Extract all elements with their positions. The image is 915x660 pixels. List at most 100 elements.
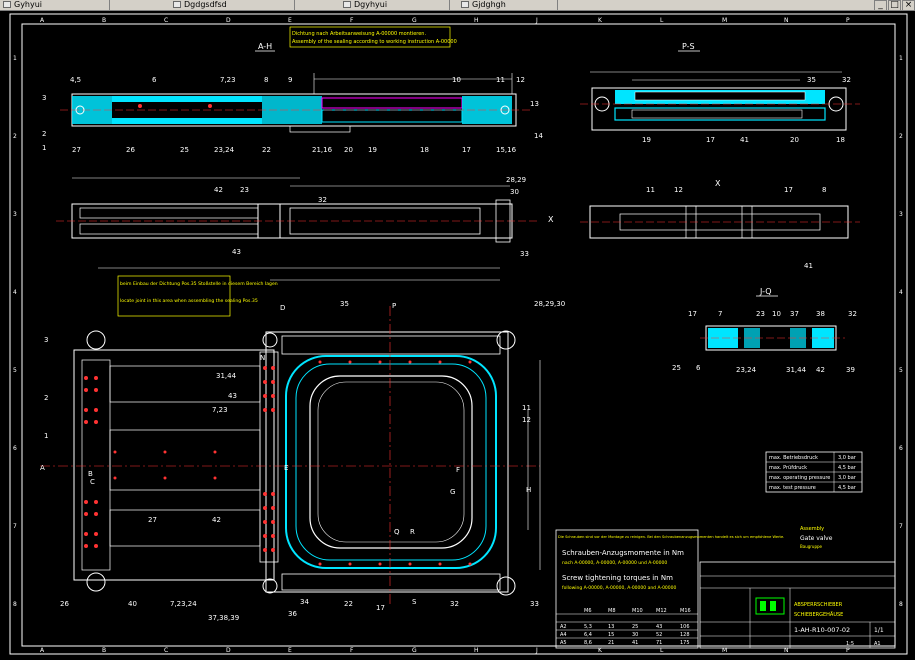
torque-sub-en: following A-00000, A-00000, A-00000 and …: [562, 585, 677, 591]
frame-zone-number: 5: [899, 367, 903, 374]
part-label: 37: [790, 310, 799, 318]
torque-column-header: M10: [632, 608, 643, 614]
tab-label: Dgyhyui: [354, 0, 388, 9]
part-label: 43: [228, 392, 237, 400]
drawing-file-icon: [3, 1, 11, 8]
part-label: 14: [534, 132, 543, 140]
pressure-label: max. test pressure: [769, 485, 816, 491]
frame-zone-letter: K: [598, 17, 603, 24]
note-top-en: Assembly of the sealing according to wor…: [292, 39, 457, 45]
section-mark: B: [88, 470, 93, 478]
frame-zone-number: 6: [899, 445, 903, 452]
pressure-label: max. operating pressure: [769, 475, 830, 481]
title-block: Assembly Gate valve Baugruppe ABSPERRSCH…: [699, 526, 896, 649]
part-label: 10: [452, 76, 461, 84]
part-label: 28,29,30: [534, 300, 565, 308]
section-mark: H: [526, 486, 531, 494]
torque-cell: 128: [680, 632, 690, 638]
frame-zone-number: 2: [13, 133, 17, 140]
tab-2[interactable]: Dgdgsdfsd: [170, 0, 295, 10]
torque-column-header: M8: [608, 608, 616, 614]
part-label: 25: [180, 146, 189, 154]
frame-zone-letter: A: [40, 17, 45, 24]
torque-cell: 25: [632, 624, 638, 630]
torque-cell: 71: [656, 640, 662, 646]
part-label: 6: [696, 364, 701, 372]
torque-cell: 15: [608, 632, 614, 638]
part-label: 41: [740, 136, 749, 144]
part-label: 17: [784, 186, 793, 194]
frame-zone-number: 5: [13, 367, 17, 374]
torque-cell: A2: [560, 624, 567, 630]
section-mark: S: [412, 598, 417, 606]
tab-4[interactable]: Gjdghgh: [458, 0, 558, 10]
section-mark: E: [284, 464, 288, 472]
pressure-label: max. Prüfdruck: [769, 465, 807, 471]
torque-cell: 52: [656, 632, 662, 638]
part-label: 3: [44, 336, 48, 344]
torque-notice: Die Schrauben sind vor der Montage zu re…: [558, 535, 784, 539]
tab-3[interactable]: Dgyhyui: [340, 0, 450, 10]
part-label: 25: [672, 364, 681, 372]
view-plan: beim Einbau der Dichtung Pos.35 Stoßstel…: [40, 267, 565, 622]
part-label: 32: [450, 600, 459, 608]
frame-zone-number: 7: [13, 523, 17, 530]
torque-cell: 43: [656, 624, 662, 630]
section-mark: R: [410, 528, 415, 536]
part-label: 6: [152, 76, 157, 84]
part-label: 7,23,24: [170, 600, 197, 608]
part-label: 18: [836, 136, 845, 144]
part-label: 39: [846, 366, 855, 374]
torque-cell: A5: [560, 640, 567, 646]
torque-sub-de: nach A-00000, A-00000, A-00000 und A-000…: [562, 560, 667, 566]
frame-zone-letter: D: [226, 647, 231, 654]
assembly-sub: Baugruppe: [800, 544, 823, 549]
section-mark: F: [456, 466, 460, 474]
section-mark: G: [450, 488, 455, 496]
note-mid-en: locate joint in this area when assemblin…: [120, 298, 258, 304]
frame-zone-letter: C: [164, 17, 168, 24]
section-mark: C: [90, 478, 95, 486]
note-mid-de: beim Einbau der Dichtung Pos.35 Stoßstel…: [120, 281, 278, 287]
part-label: 22: [262, 146, 271, 154]
frame-zone-letter: H: [474, 647, 479, 654]
frame-zone-letter: G: [412, 647, 417, 654]
frame-zone-letter: L: [660, 17, 664, 24]
paper-format: A1: [874, 641, 881, 647]
part-label: 12: [516, 76, 525, 84]
part-label: 26: [60, 600, 69, 608]
frame-zone-number: 3: [899, 211, 903, 218]
section-mark: Q: [394, 528, 400, 536]
part-label: 20: [790, 136, 799, 144]
assembly-label-en: Gate valve: [800, 535, 833, 542]
part-label: 43: [232, 248, 241, 256]
frame-zone-letter: E: [288, 17, 292, 24]
part-label: 2: [44, 394, 48, 402]
frame-zone-letter: P: [846, 647, 850, 654]
minimize-button[interactable]: _: [874, 0, 887, 11]
part-label: 37,38,39: [208, 614, 239, 622]
frame-zone-letter: M: [722, 647, 727, 654]
frame-zone-number: 8: [13, 601, 17, 608]
part-label: 9: [288, 76, 292, 84]
frame-zone-letter: J: [535, 647, 538, 654]
section-mark: A: [40, 464, 45, 472]
part-label: 32: [318, 196, 327, 204]
restore-button[interactable]: □: [888, 0, 901, 11]
view-a-h: A-H Dichtung nach Arbeitsanweisung A-000…: [42, 26, 543, 154]
part-label: 41: [804, 262, 813, 270]
tab-1[interactable]: Gyhyui: [0, 0, 110, 10]
part-label: 23: [240, 186, 249, 194]
frame-zone-number: 3: [13, 211, 17, 218]
